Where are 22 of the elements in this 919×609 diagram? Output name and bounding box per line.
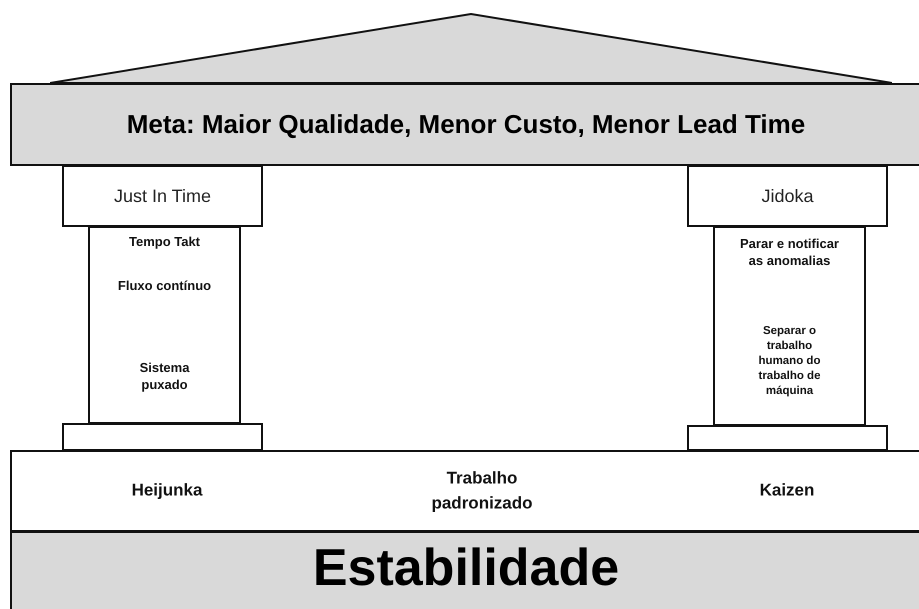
- foundation-band: [10, 450, 919, 532]
- pillar-capital: [62, 165, 263, 227]
- pillar-column: [713, 226, 866, 426]
- pillar-column: [88, 226, 241, 424]
- label-text: Just In Time: [114, 184, 212, 208]
- label-text: Sistema puxado: [138, 360, 190, 394]
- label-text: Separar o trabalho humano do trabalho de máquina: [758, 324, 822, 399]
- stability-base: [10, 531, 919, 609]
- label-text: Parar e notificar as anomalias: [739, 236, 840, 270]
- label-text: Meta: Maior Qualidade, Menor Custo, Menor Lead Time: [126, 108, 806, 141]
- goal-beam: [10, 83, 919, 166]
- pillar-base: [62, 423, 263, 451]
- label-text: Estabilidade: [312, 538, 620, 599]
- pillar-capital: [687, 165, 888, 227]
- label-text: Heijunka: [130, 480, 204, 502]
- pillar-base: [687, 425, 888, 451]
- label-text: Tempo Takt: [128, 234, 202, 251]
- label-text: Fluxo contínuo: [117, 278, 212, 295]
- label-text: Trabalho padronizado: [430, 467, 534, 514]
- label-text: Kaizen: [758, 480, 816, 502]
- roof-triangle: [50, 13, 892, 84]
- label-text: Jidoka: [761, 184, 814, 208]
